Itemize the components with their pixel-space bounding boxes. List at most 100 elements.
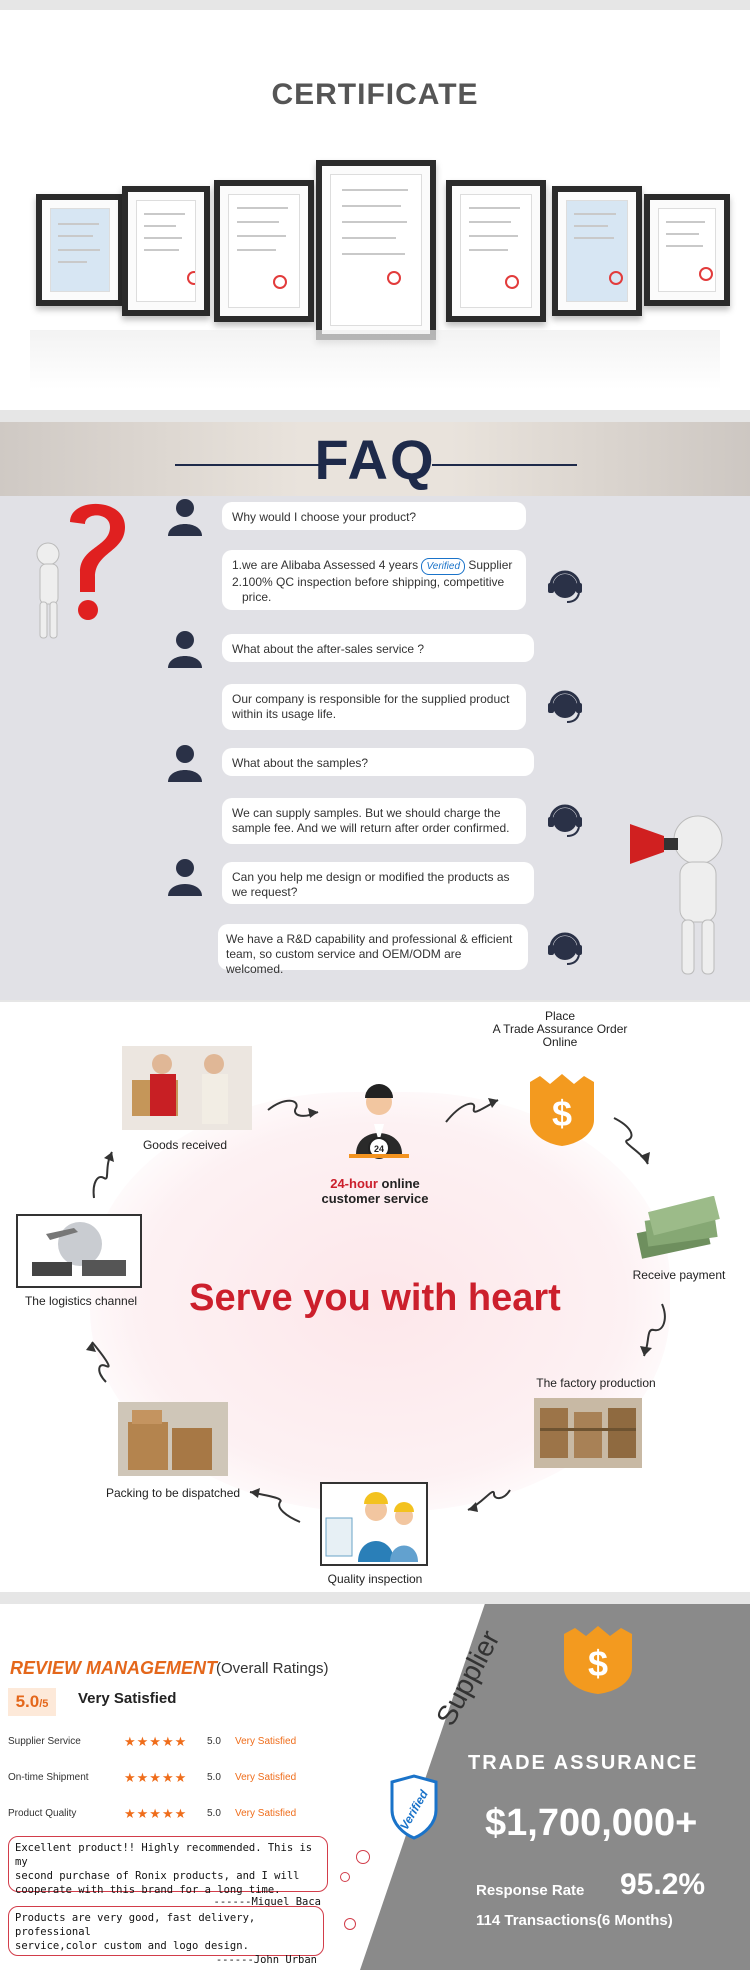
verified-badge: Verified xyxy=(421,558,466,575)
rating-name: On-time Shipment xyxy=(8,1772,89,1783)
faq-question: What about the samples? xyxy=(222,748,534,776)
step-factory-production: The factory production xyxy=(536,1376,656,1390)
review-title: REVIEW MANAGEMENT xyxy=(10,1658,217,1678)
center-badge-number: 24 xyxy=(373,1144,384,1154)
certificate-frame xyxy=(316,160,436,340)
arrow-7 xyxy=(91,1341,110,1383)
comment-line: cooperate with this brand for a long tim… xyxy=(15,1884,281,1896)
arrow-8 xyxy=(92,1151,113,1199)
arrow-3 xyxy=(613,1117,649,1165)
megaphone-figure-icon xyxy=(630,815,723,975)
faq-question-text: Can you help me design or modified the p… xyxy=(232,870,510,899)
faq-section: FAQ Why would I choose your product? 1.w… xyxy=(0,422,750,1000)
question-mark-figure-icon xyxy=(36,503,125,639)
comment-line: Excellent product!! Highly recommended. … xyxy=(15,1842,313,1868)
comment-line: service,color custom and logo design. xyxy=(15,1940,249,1952)
step-quality-inspection: Quality inspection xyxy=(327,1572,423,1586)
verified-shield-icon: Verified xyxy=(390,1774,438,1840)
headset-icon xyxy=(548,804,582,837)
comment-bubble-dot xyxy=(356,1850,370,1864)
user-icon xyxy=(168,859,202,896)
step-logistics: The logistics channel xyxy=(24,1294,138,1308)
step-packing: Packing to be dispatched xyxy=(105,1486,241,1500)
response-rate-value: 95.2% xyxy=(620,1868,706,1901)
faq-answer: We have a R&D capability and professiona… xyxy=(218,924,528,976)
place-order-line1: Place xyxy=(544,1009,576,1023)
certificate-frame xyxy=(214,180,314,322)
dollar-glyph: $ xyxy=(588,1643,608,1684)
faq-question: Why would I choose your product? xyxy=(222,502,526,530)
trade-assurance-shield-icon: $ xyxy=(564,1626,632,1694)
faq-question-text: What about the samples? xyxy=(232,756,369,770)
trade-assurance-amount: $1,700,000+ xyxy=(485,1802,698,1844)
star-rating-icon: ★★★★★ xyxy=(124,1806,188,1821)
customer-comment: Products are very good, fast delivery, p… xyxy=(8,1906,324,1966)
trade-assurance-title: TRADE ASSURANCE xyxy=(468,1752,699,1774)
faq-answer-text: price. xyxy=(242,590,272,604)
step-place-order: Place A Trade Assurance Order Online xyxy=(470,1010,650,1049)
customer-service-online: online xyxy=(377,1176,420,1191)
faq-answer-text: We can supply samples. But we should cha… xyxy=(232,806,510,835)
response-rate-label: Response Rate xyxy=(476,1882,585,1899)
headset-icon xyxy=(548,932,582,965)
star-rating-icon: ★★★★★ xyxy=(124,1734,188,1749)
headset-icon xyxy=(548,690,582,723)
certificate-frame xyxy=(122,186,210,316)
comment-line: Products are very good, fast delivery, p… xyxy=(15,1912,256,1938)
rating-name: Supplier Service xyxy=(8,1736,81,1747)
faq-rule-right xyxy=(432,464,577,466)
comment-author: ------Miguel Baca xyxy=(213,1896,321,1908)
comment-author: ------John Urban xyxy=(215,1954,317,1966)
place-order-line2: A Trade Assurance Order xyxy=(492,1022,628,1036)
faq-answer-text: Our company is responsible for the suppl… xyxy=(232,692,510,721)
service-slogan: Serve you with heart xyxy=(189,1277,561,1319)
faq-question: What about the after-sales service ? xyxy=(222,634,534,662)
cash-stack-icon xyxy=(636,1196,720,1259)
section-divider xyxy=(0,1592,750,1604)
arrow-6 xyxy=(249,1491,301,1523)
headset-icon xyxy=(548,570,582,603)
goods-received-photo xyxy=(122,1046,252,1130)
certificate-frame xyxy=(446,180,546,322)
review-subtitle: (Overall Ratings) xyxy=(216,1660,329,1677)
comment-bubble-dot xyxy=(340,1872,350,1882)
rating-score: 5.0 xyxy=(207,1772,221,1783)
quality-inspection-workers-icon xyxy=(320,1482,428,1566)
faq-answer: We can supply samples. But we should cha… xyxy=(222,798,526,844)
customer-comment: Excellent product!! Highly recommended. … xyxy=(8,1836,328,1908)
step-receive-payment: Receive payment xyxy=(632,1268,726,1282)
user-icon xyxy=(168,499,202,536)
customer-service-label: 24-hour online customer service xyxy=(300,1176,450,1206)
faq-title: FAQ xyxy=(314,428,436,491)
certificate-section: CERTIFICATE xyxy=(0,10,750,410)
section-divider xyxy=(0,1000,750,1002)
certificate-frame xyxy=(644,194,730,306)
faq-question-text: Why would I choose your product? xyxy=(232,510,417,524)
rating-score: 5.0 xyxy=(207,1736,221,1747)
rating-row: On-time Shipment ★★★★★ 5.0 Very Satisfie… xyxy=(8,1770,308,1788)
overall-score-value: 5.0 xyxy=(15,1692,40,1711)
arrow-1 xyxy=(267,1099,319,1117)
certificate-frame xyxy=(36,194,124,306)
comment-bubble-dot xyxy=(344,1918,356,1930)
flow-arrows xyxy=(86,1098,666,1523)
arrow-2 xyxy=(445,1099,499,1123)
customer-service-agent-icon xyxy=(349,1084,409,1159)
dollar-glyph: $ xyxy=(552,1093,572,1134)
factory-warehouse-photo xyxy=(534,1398,642,1468)
rating-row: Product Quality ★★★★★ 5.0 Very Satisfied xyxy=(8,1806,308,1824)
faq-question-text: What about the after-sales service ? xyxy=(232,642,425,656)
rating-score: 5.0 xyxy=(207,1808,221,1819)
user-icon xyxy=(168,631,202,668)
faq-banner xyxy=(0,422,750,496)
overall-score: 5.0/5 xyxy=(8,1688,56,1716)
rating-row: Supplier Service ★★★★★ 5.0 Very Satisfie… xyxy=(8,1734,308,1752)
logistics-globe-icon xyxy=(16,1214,142,1288)
rating-label: Very Satisfied xyxy=(235,1736,297,1747)
trade-assurance-shield-icon: $ xyxy=(530,1074,594,1146)
top-divider xyxy=(0,0,750,10)
user-icon xyxy=(168,745,202,782)
overall-label: Very Satisfied xyxy=(78,1690,177,1707)
service-section: Serve you with heart Goods received 24 2… xyxy=(0,1002,750,1592)
star-rating-icon: ★★★★★ xyxy=(124,1770,188,1785)
